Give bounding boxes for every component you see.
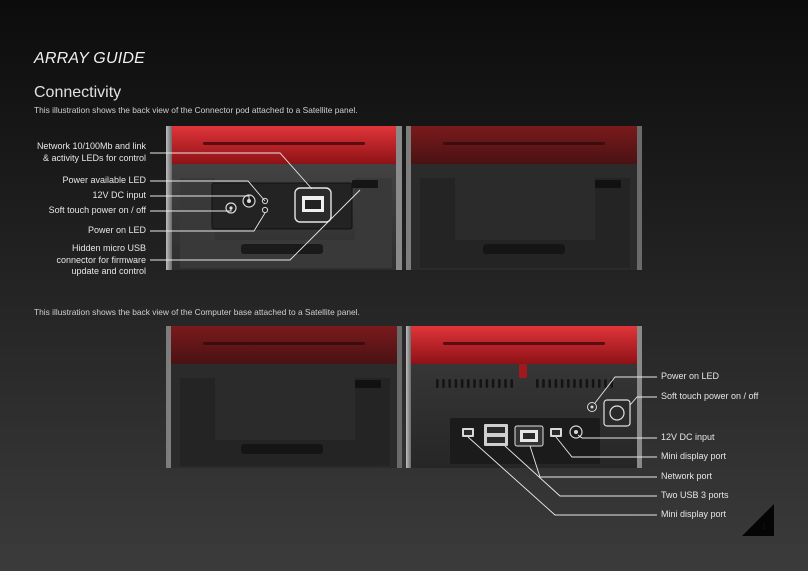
label-usb3-ports: Two USB 3 ports bbox=[661, 490, 729, 500]
vent-slot bbox=[510, 379, 513, 388]
computer-base-ports bbox=[450, 399, 631, 464]
vent-slot bbox=[479, 379, 482, 388]
label-soft-touch-power: Soft touch power on / off bbox=[661, 391, 759, 401]
top-right-panel bbox=[406, 126, 642, 270]
top-left-panel bbox=[166, 126, 402, 270]
vent-slot bbox=[504, 379, 507, 388]
leader-lines bbox=[150, 152, 657, 516]
vent-slot bbox=[567, 379, 570, 388]
vent-slot bbox=[442, 379, 445, 388]
label-mini-display-port-2: Mini display port bbox=[661, 509, 727, 519]
vent-slot bbox=[548, 379, 551, 388]
label-network-port: Network port bbox=[661, 471, 713, 481]
vent-slot bbox=[498, 379, 501, 388]
top-description: This illustration shows the back view of… bbox=[34, 105, 358, 115]
guide-title: ARRAY GUIDE bbox=[34, 50, 145, 67]
vent-slot bbox=[448, 379, 451, 388]
vent-slot bbox=[473, 379, 476, 388]
page-corner bbox=[742, 504, 774, 536]
vent-slot bbox=[454, 379, 458, 388]
vent-slot bbox=[591, 379, 595, 388]
page-number: 1 bbox=[762, 522, 767, 531]
vent-slot bbox=[604, 379, 607, 388]
vent-slot bbox=[579, 379, 582, 388]
label-dc-input: 12V DC input bbox=[92, 190, 146, 200]
vent-slot bbox=[536, 379, 539, 388]
label-power-available-led: Power available LED bbox=[62, 175, 146, 185]
vent-slot bbox=[585, 379, 589, 388]
vent-slot bbox=[542, 379, 545, 388]
vent-slot bbox=[460, 379, 464, 388]
bottom-description: This illustration shows the back view of… bbox=[34, 307, 360, 317]
label-usb-line3: update and control bbox=[71, 266, 146, 276]
vent-slot bbox=[485, 379, 489, 388]
label-power-on-led: Power on LED bbox=[661, 371, 720, 381]
label-micro-usb: Hidden micro USB connector for firmware … bbox=[56, 243, 146, 278]
label-usb-line2: connector for firmware bbox=[56, 254, 146, 265]
label-power-led: Power on LED bbox=[87, 225, 146, 235]
section-title: Connectivity bbox=[34, 84, 122, 101]
label-12v-dc-input: 12V DC input bbox=[661, 432, 715, 442]
label-soft-touch: Soft touch power on / off bbox=[48, 205, 146, 215]
vent-slot bbox=[573, 379, 576, 388]
label-network-line1: Network 10/100Mb and link bbox=[36, 141, 146, 151]
label-network-line2: & activity LEDs for control bbox=[42, 152, 146, 163]
vent-slot bbox=[467, 379, 470, 388]
vent-slot bbox=[491, 379, 495, 388]
vent-slot bbox=[598, 379, 601, 388]
label-mini-display-port-1: Mini display port bbox=[661, 451, 727, 461]
bottom-left-panel bbox=[166, 326, 402, 468]
vent-slot bbox=[436, 379, 439, 388]
vent-slot bbox=[560, 379, 564, 388]
vent-slot bbox=[554, 379, 558, 388]
label-usb-line1: Hidden micro USB bbox=[71, 243, 146, 253]
vent-grille bbox=[436, 379, 613, 388]
vent-slot bbox=[610, 379, 613, 388]
label-network-leds: Network 10/100Mb and link & activity LED… bbox=[37, 141, 146, 164]
